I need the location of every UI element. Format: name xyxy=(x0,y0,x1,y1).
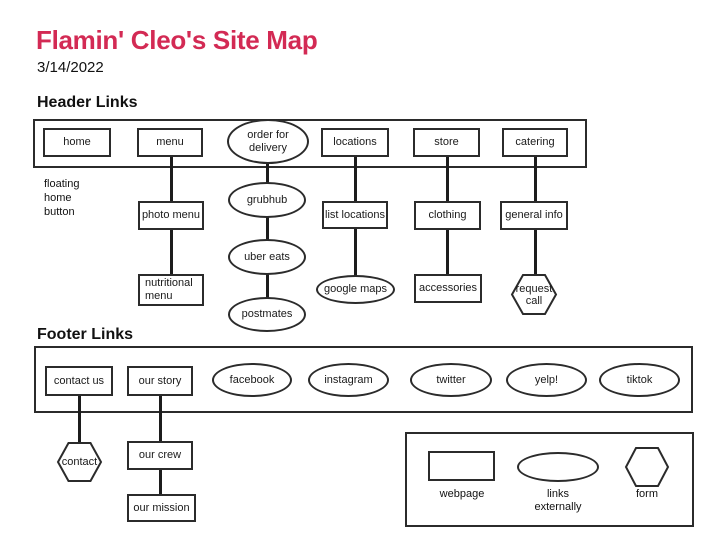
legend-links-externally-label: links externally xyxy=(534,488,582,513)
header-links-heading: Header Links xyxy=(37,94,138,111)
header-links-container xyxy=(33,119,587,168)
node-order-for-delivery: order for delivery xyxy=(227,119,309,164)
node-photo-menu: photo menu xyxy=(138,201,204,230)
connector-grubhub-uber-eats xyxy=(266,215,269,241)
node-our-story: our story xyxy=(127,366,193,396)
node-clothing: clothing xyxy=(414,201,481,230)
hexagon-shape xyxy=(510,274,558,315)
node-menu: menu xyxy=(137,128,203,157)
connector-clothing-accessories xyxy=(446,228,449,276)
node-store: store xyxy=(413,128,480,157)
node-catering: catering xyxy=(502,128,568,157)
node-our-crew: our crew xyxy=(127,441,193,470)
hexagon-shape xyxy=(56,442,103,482)
node-contact-us: contact us xyxy=(45,366,113,396)
node-google-maps: google maps xyxy=(316,275,395,304)
connector-menu-photo-menu xyxy=(170,155,173,203)
connector-uber-eats-postmates xyxy=(266,272,269,299)
node-postmates: postmates xyxy=(228,297,306,332)
connector-catering-general-info xyxy=(534,155,537,203)
page-title: Flamin' Cleo's Site Map xyxy=(36,25,318,55)
node-nutritional-menu: nutritional menu xyxy=(138,274,204,306)
connector-order-for-delivery-grubhub xyxy=(266,161,269,184)
floating-home-button-note: floating home button xyxy=(44,178,80,218)
connector-contact-us-contact xyxy=(78,394,81,443)
node-uber-eats: uber eats xyxy=(228,239,306,275)
connector-locations-list-locations xyxy=(354,155,357,203)
node-instagram: instagram xyxy=(308,363,389,397)
node-tiktok: tiktok xyxy=(599,363,680,397)
legend-form-shape xyxy=(624,446,670,488)
legend-webpage-label: webpage xyxy=(439,488,485,500)
node-yelp: yelp! xyxy=(506,363,587,397)
node-accessories: accessories xyxy=(414,274,482,303)
node-list-locations: list locations xyxy=(322,201,388,229)
connector-list-locations-google-maps xyxy=(354,228,357,277)
node-request-call: request call xyxy=(510,273,558,316)
node-locations: locations xyxy=(321,128,389,157)
node-our-mission: our mission xyxy=(127,494,196,522)
legend-links-externally-shape xyxy=(517,452,599,482)
node-home: home xyxy=(43,128,111,157)
connector-our-crew-our-mission xyxy=(159,468,162,496)
node-grubhub: grubhub xyxy=(228,182,306,218)
node-twitter: twitter xyxy=(410,363,492,397)
node-contact-label: contact xyxy=(61,456,98,468)
connector-store-clothing xyxy=(446,155,449,203)
legend-webpage-shape xyxy=(428,451,495,481)
node-facebook: facebook xyxy=(212,363,292,397)
hexagon-shape xyxy=(624,447,670,487)
page-date: 3/14/2022 xyxy=(37,59,104,76)
connector-photo-menu-nutritional-menu xyxy=(170,228,173,276)
footer-links-heading: Footer Links xyxy=(37,326,134,343)
legend-form-label: form xyxy=(636,488,658,500)
connector-general-info-request-call xyxy=(534,228,537,275)
node-contact: contact xyxy=(56,441,103,483)
connector-our-story-our-crew xyxy=(159,394,162,443)
node-request-call-label: request call xyxy=(515,282,553,307)
node-general-info: general info xyxy=(500,201,568,230)
